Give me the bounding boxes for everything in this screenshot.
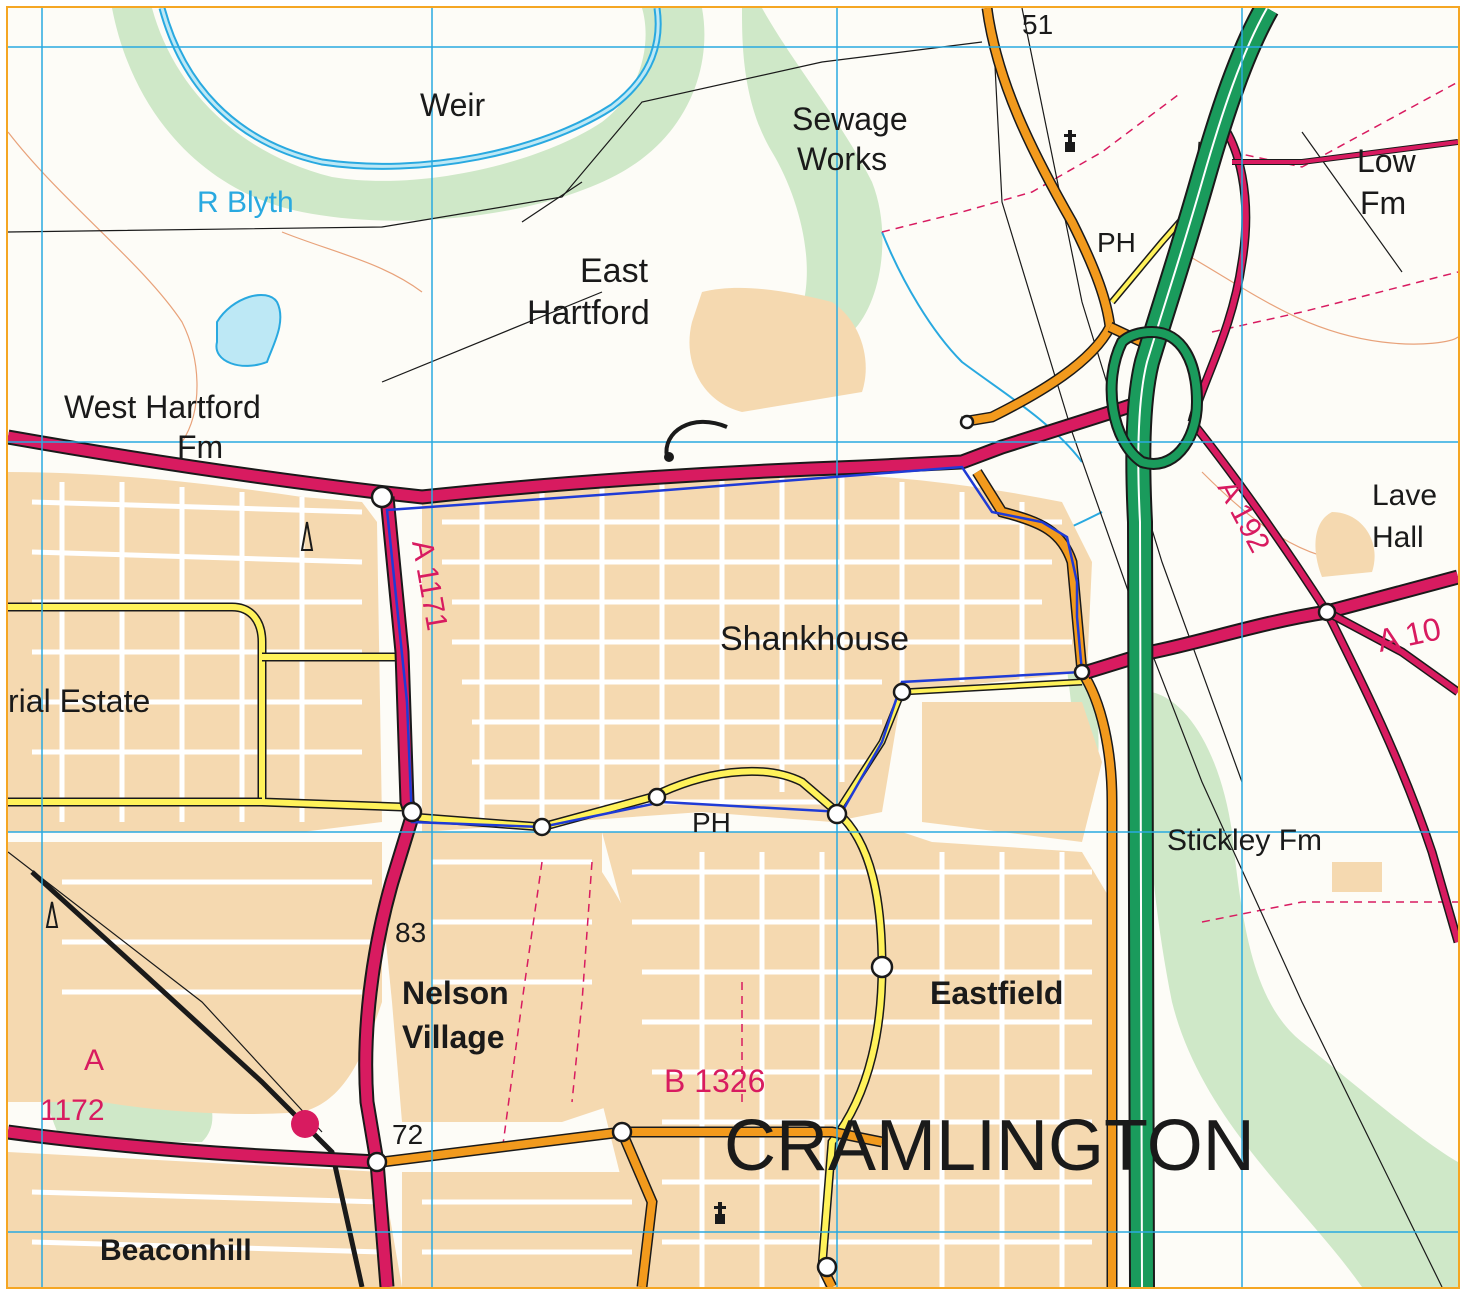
label-shankhouse: Shankhouse xyxy=(720,620,909,658)
label-low: Low xyxy=(1357,143,1417,179)
map-frame[interactable]: 51 Weir R Blyth Sewage Works Low Fm PH E… xyxy=(6,6,1460,1289)
grid-label-83: 83 xyxy=(395,917,426,948)
label-eastfield: Eastfield xyxy=(930,975,1063,1011)
label-weir: Weir xyxy=(420,87,486,123)
label-west-hartford: West Hartford xyxy=(64,389,261,425)
label-village: Village xyxy=(402,1019,505,1055)
lake xyxy=(215,293,282,367)
label-sewage: Sewage xyxy=(792,101,908,137)
label-industrial-estate: rial Estate xyxy=(8,683,150,719)
minor-roads xyxy=(8,141,1206,1268)
bus-station-icon[interactable] xyxy=(291,1110,319,1138)
label-east: East xyxy=(580,252,649,290)
label-hall: Hall xyxy=(1372,521,1424,554)
os-map[interactable]: 51 Weir R Blyth Sewage Works Low Fm PH E… xyxy=(8,8,1458,1287)
label-stickley-fm: Stickley Fm xyxy=(1167,824,1322,857)
railway xyxy=(30,870,365,1287)
label-nelson: Nelson xyxy=(402,975,509,1011)
mast-icon xyxy=(45,521,314,928)
telephone-icon-dot xyxy=(664,452,674,462)
label-hartford: Hartford xyxy=(527,294,650,332)
label-lave: Lave xyxy=(1372,479,1437,512)
grid-label-72: 72 xyxy=(392,1119,423,1150)
river-blyth-inner xyxy=(160,8,660,168)
footpaths xyxy=(501,81,1458,1153)
label-a1172-a: A xyxy=(84,1044,104,1077)
grid-label-51: 51 xyxy=(1022,9,1053,40)
street-pattern xyxy=(31,477,1092,1287)
label-a1172-b: 1172 xyxy=(40,1094,105,1127)
label-b1326: B 1326 xyxy=(664,1063,765,1099)
motorway-a1 xyxy=(1105,8,1279,1287)
label-works: Works xyxy=(797,141,887,177)
church-icon[interactable] xyxy=(714,1202,726,1224)
telephone-icon xyxy=(664,419,728,458)
label-beaconhill: Beaconhill xyxy=(100,1234,252,1267)
map-labels: 51 Weir R Blyth Sewage Works Low Fm PH E… xyxy=(8,9,1444,1267)
label-r-blyth: R Blyth xyxy=(197,186,294,219)
church-icon[interactable] xyxy=(1064,130,1076,152)
label-low-fm: Fm xyxy=(1360,185,1406,221)
grid-lines xyxy=(8,8,1458,1287)
label-ph-south: PH xyxy=(692,807,731,838)
roundabouts xyxy=(366,414,1337,1278)
label-cramlington: CRAMLINGTON xyxy=(724,1106,1255,1186)
label-west-hartford-fm: Fm xyxy=(177,429,223,465)
label-ph-north: PH xyxy=(1097,227,1136,258)
